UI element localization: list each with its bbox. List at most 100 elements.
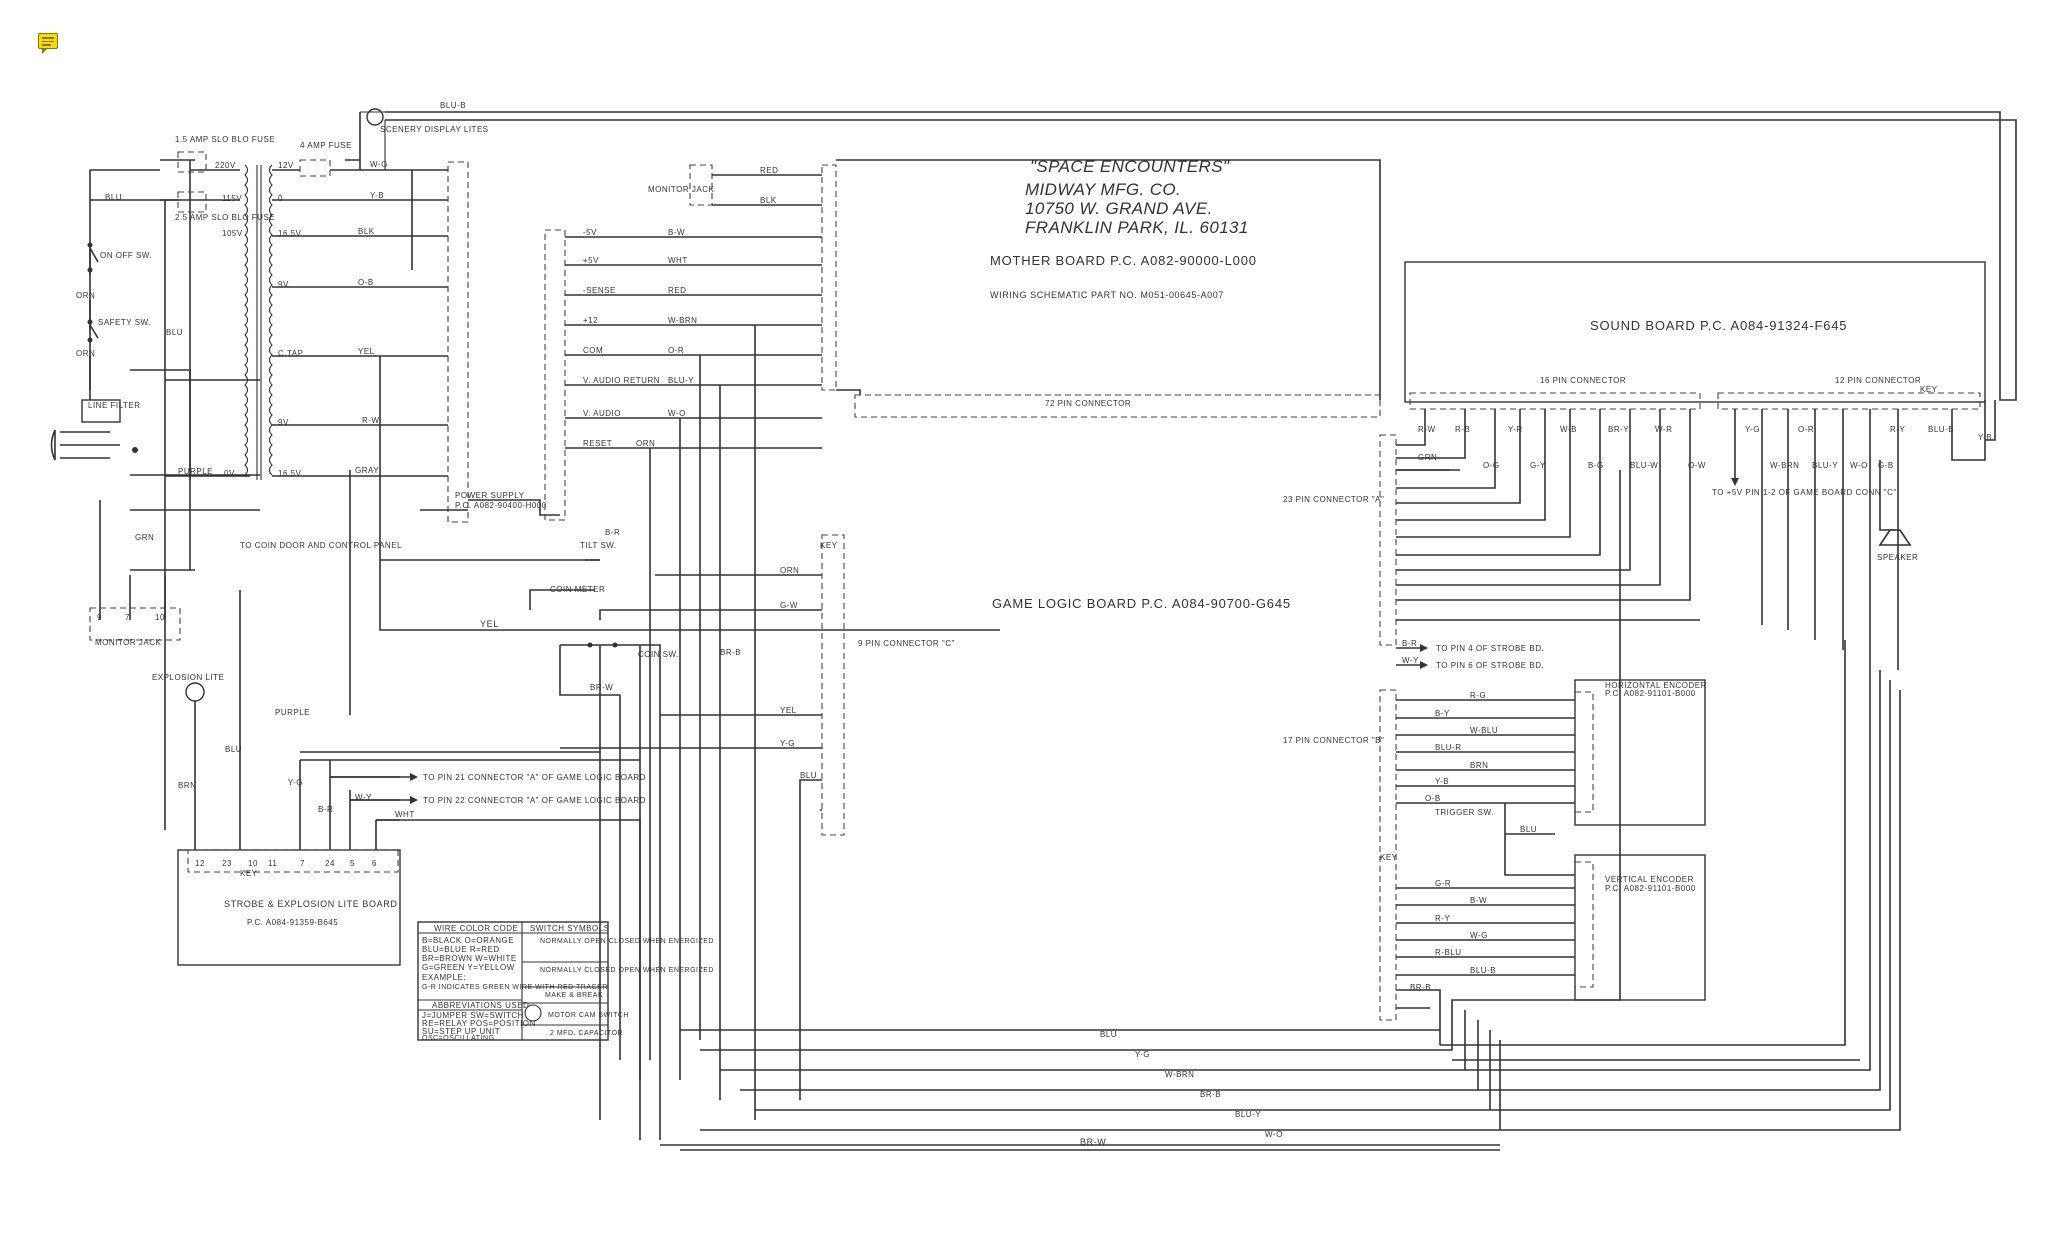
svg-text:BR-B: BR-B bbox=[720, 648, 741, 657]
svg-text:P.C. A084-91359-B645: P.C. A084-91359-B645 bbox=[247, 918, 338, 927]
safety-switch-label: SAFETY SW. bbox=[98, 318, 151, 327]
svg-text:16.5V: 16.5V bbox=[278, 229, 302, 238]
svg-text:BLU: BLU bbox=[1100, 1030, 1117, 1039]
svg-text:WHT: WHT bbox=[395, 810, 415, 819]
title-address2: FRANKLIN PARK, IL. 60131 bbox=[1025, 218, 1249, 237]
svg-text:BR-B: BR-B bbox=[1200, 1090, 1221, 1099]
svg-text:R-Y: R-Y bbox=[1890, 425, 1905, 434]
svg-text:W-BRN: W-BRN bbox=[1770, 461, 1799, 470]
svg-text:G-W: G-W bbox=[780, 601, 798, 610]
line-filter-box bbox=[81, 399, 121, 423]
svg-text:BRN: BRN bbox=[1470, 761, 1488, 770]
svg-text:R-W: R-W bbox=[1418, 425, 1436, 434]
svg-text:Y-B: Y-B bbox=[370, 191, 384, 200]
svg-text:W-Y: W-Y bbox=[355, 793, 372, 802]
scenery-label: SCENERY DISPLAY LITES bbox=[380, 125, 489, 134]
svg-text:COIN METER: COIN METER bbox=[550, 585, 605, 594]
svg-text:BLU: BLU bbox=[225, 745, 242, 754]
line-filter-label: LINE FILTER bbox=[88, 401, 140, 410]
fuse2-label: 2.5 AMP SLO BLO FUSE bbox=[175, 213, 275, 222]
svg-text:O-G: O-G bbox=[1483, 461, 1500, 470]
svg-text:Y-G: Y-G bbox=[780, 739, 795, 748]
svg-text:BR=BROWN W=WHITE: BR=BROWN W=WHITE bbox=[422, 954, 517, 963]
svg-text:ABBREVIATIONS USED: ABBREVIATIONS USED bbox=[432, 1001, 529, 1010]
svg-text:BLU-W: BLU-W bbox=[1630, 461, 1658, 470]
pin72-label: 72 PIN CONNECTOR bbox=[1045, 399, 1131, 408]
svg-text:23: 23 bbox=[222, 859, 232, 868]
svg-text:R-Y: R-Y bbox=[1435, 914, 1450, 923]
fuse3-label: 4 AMP FUSE bbox=[300, 141, 352, 150]
svg-text:EXAMPLE:: EXAMPLE: bbox=[422, 973, 466, 982]
svg-text:GRN: GRN bbox=[135, 533, 154, 542]
svg-text:W-Y: W-Y bbox=[1402, 656, 1419, 665]
svg-text:GRAY: GRAY bbox=[355, 466, 379, 475]
svg-text:G-B: G-B bbox=[1878, 461, 1894, 470]
svg-text:NORMALLY OPEN CLOSED WHEN ENER: NORMALLY OPEN CLOSED WHEN ENERGIZED bbox=[540, 938, 714, 945]
supply-rows: -5V +5V -SENSE +12 COM V. AUDIO RETURN V… bbox=[565, 228, 822, 449]
svg-text:B=BLACK O=ORANGE: B=BLACK O=ORANGE bbox=[422, 936, 514, 945]
svg-text:7: 7 bbox=[300, 859, 305, 868]
svg-text:Y-G: Y-G bbox=[1745, 425, 1760, 434]
svg-text:12: 12 bbox=[195, 859, 205, 868]
svg-text:BLU: BLU bbox=[800, 771, 817, 780]
svg-text:BLK: BLK bbox=[760, 196, 777, 205]
svg-text:BLU-B: BLU-B bbox=[1928, 425, 1954, 434]
svg-text:O-R: O-R bbox=[1798, 425, 1814, 434]
svg-text:YEL: YEL bbox=[358, 347, 375, 356]
title-name: "SPACE ENCOUNTERS" bbox=[1030, 157, 1230, 176]
svg-text:RED: RED bbox=[760, 166, 778, 175]
svg-text:Y-G: Y-G bbox=[288, 778, 303, 787]
svg-text:P.C. A082-91101-B000: P.C. A082-91101-B000 bbox=[1605, 689, 1696, 698]
svg-text:KEY: KEY bbox=[820, 541, 838, 550]
svg-text:B-W: B-W bbox=[668, 228, 685, 237]
svg-text:OSC=OSCILLATING: OSC=OSCILLATING bbox=[422, 1035, 495, 1042]
explosion-lite bbox=[185, 682, 205, 702]
svg-text:PURPLE: PURPLE bbox=[275, 708, 310, 717]
svg-text:-SENSE: -SENSE bbox=[583, 286, 616, 295]
svg-text:Y-R: Y-R bbox=[1508, 425, 1523, 434]
svg-text:GRN: GRN bbox=[1418, 453, 1437, 462]
legend-table: WIRE COLOR CODE SWITCH SYMBOLS B=BLACK O… bbox=[417, 921, 714, 1042]
coin-door-label: TO COIN DOOR AND CONTROL PANEL bbox=[240, 541, 402, 550]
svg-text:TO PIN 21 CONNECTOR "A" OF GAM: TO PIN 21 CONNECTOR "A" OF GAME LOGIC BO… bbox=[423, 773, 646, 782]
monitor-jack-lower bbox=[89, 607, 181, 641]
svg-text:12 PIN CONNECTOR: 12 PIN CONNECTOR bbox=[1835, 376, 1921, 385]
svg-text:BR-B: BR-B bbox=[1410, 983, 1431, 992]
pin12-connector bbox=[1717, 392, 1981, 410]
pin23-label: 23 PIN CONNECTOR "A" bbox=[1283, 495, 1384, 504]
svg-text:P.C. A082-90400-H000: P.C. A082-90400-H000 bbox=[455, 501, 547, 510]
svg-text:9: 9 bbox=[97, 613, 102, 622]
svg-text:P.C. A082-91101-B000: P.C. A082-91101-B000 bbox=[1605, 884, 1696, 893]
svg-text:B-R: B-R bbox=[1402, 639, 1417, 648]
svg-text:RED: RED bbox=[668, 286, 686, 295]
svg-text:BLK: BLK bbox=[358, 227, 375, 236]
svg-text:KEY: KEY bbox=[240, 869, 258, 878]
svg-text:+5V: +5V bbox=[583, 256, 599, 265]
svg-text:BR-W: BR-W bbox=[1080, 1137, 1106, 1147]
pin23-connector bbox=[1379, 434, 1397, 646]
svg-text:B-R: B-R bbox=[318, 805, 333, 814]
svg-text:TO PIN 22 CONNECTOR "A" OF GAM: TO PIN 22 CONNECTOR "A" OF GAME LOGIC BO… bbox=[423, 796, 646, 805]
svg-text:VERTICAL ENCODER: VERTICAL ENCODER bbox=[1605, 875, 1694, 884]
svg-text:O-W: O-W bbox=[1688, 461, 1706, 470]
svg-text:W-BLU: W-BLU bbox=[1470, 726, 1498, 735]
svg-text:RE=RELAY POS=POSITION: RE=RELAY POS=POSITION bbox=[422, 1019, 536, 1028]
svg-text:BRN: BRN bbox=[178, 781, 196, 790]
svg-text:SWITCH SYMBOLS: SWITCH SYMBOLS bbox=[530, 924, 609, 933]
svg-text:BR-W: BR-W bbox=[590, 683, 613, 692]
svg-text:MONITOR JACK: MONITOR JACK bbox=[95, 638, 161, 647]
mother-board-label: MOTHER BOARD P.C. A082-90000-L000 bbox=[990, 253, 1257, 268]
svg-text:BLU: BLU bbox=[105, 193, 122, 202]
transformer-primary bbox=[244, 164, 249, 476]
svg-text:10: 10 bbox=[248, 859, 258, 868]
comment-note-icon[interactable] bbox=[38, 33, 58, 54]
monitor-jack-top bbox=[689, 164, 713, 206]
pin72-connector bbox=[854, 394, 1381, 418]
sound-board-label: SOUND BOARD P.C. A084-91324-F645 bbox=[1590, 318, 1847, 333]
svg-text:TO PIN 6 OF STROBE BD.: TO PIN 6 OF STROBE BD. bbox=[1436, 661, 1544, 670]
svg-text:-5V: -5V bbox=[583, 228, 597, 237]
svg-text:0: 0 bbox=[278, 194, 283, 203]
sound-board bbox=[1404, 261, 1986, 403]
svg-text:MOTOR CAM SWITCH: MOTOR CAM SWITCH bbox=[548, 1012, 629, 1019]
svg-text:W-BRN: W-BRN bbox=[668, 316, 697, 325]
